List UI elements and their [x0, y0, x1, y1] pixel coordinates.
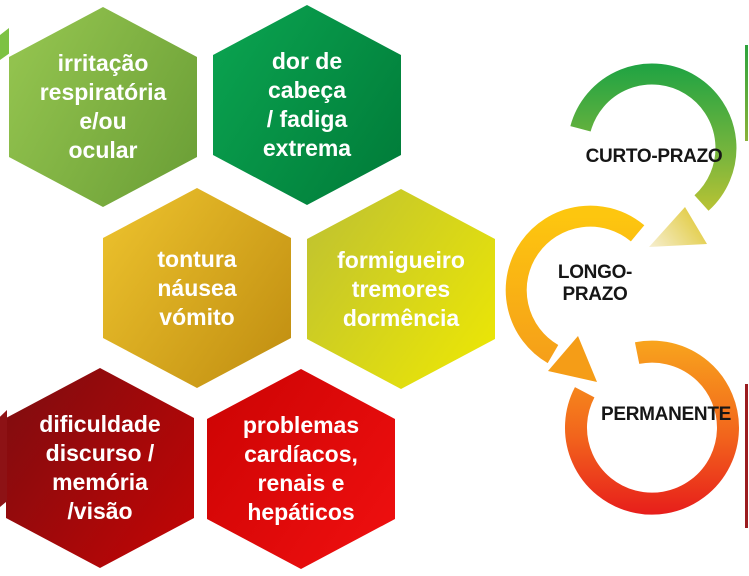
curto-prazo-ring	[570, 63, 737, 247]
hexagon-text-line: dormência	[342, 304, 460, 331]
hexagon-text-line: e/ou	[79, 108, 127, 134]
label-curto-prazo: CURTO-PRAZO	[568, 146, 740, 168]
hexagon-text-line: discurso /	[45, 440, 155, 466]
hexagon-text-line: problemas	[242, 412, 360, 438]
clipped-hexagon-corner-left	[0, 410, 7, 507]
label-line: CURTO-PRAZO	[585, 146, 723, 167]
hexagon-text-line: respiratória	[39, 79, 167, 105]
hexagon-text-line: ocular	[68, 137, 138, 163]
hexagon-text-line: náusea	[157, 274, 237, 301]
hexagon-text-line: cabeça	[267, 77, 346, 103]
clipped-red-edge-line	[745, 384, 748, 528]
hexagon-text-line: tontura	[157, 245, 237, 272]
hexagon-text-line: irritação	[57, 50, 149, 76]
label-line: PERMANENTE	[600, 404, 731, 425]
hexagon-text-line: /visão	[67, 498, 133, 524]
label-longo-prazo: LONGO- PRAZO	[515, 262, 675, 306]
label-permanente: PERMANENTE	[578, 404, 749, 426]
hexagon-text-line: hepáticos	[247, 499, 355, 525]
label-line: LONGO-	[557, 262, 633, 283]
hexagon-text-line: vómito	[159, 303, 235, 330]
hexagon-text-line: dificuldade	[39, 411, 161, 437]
clipped-green-edge-line	[745, 45, 748, 141]
hexagon-text-line: dor de	[271, 48, 343, 74]
hexagon-formigueiro: formigueiro tremores dormência	[307, 189, 495, 389]
curto-prazo-arrowhead	[649, 207, 707, 247]
hexagon-text-line: extrema	[262, 135, 352, 161]
hexagon-text-line: / fadiga	[266, 106, 348, 132]
hexagon-text-line: tremores	[351, 275, 451, 302]
hexagon-dor-de-cabeca: dor de cabeça / fadiga extrema	[213, 5, 401, 205]
hexagon-text-line: memória	[52, 469, 148, 495]
hexagon-text-line: renais e	[257, 470, 345, 496]
permanente-ring	[565, 340, 739, 515]
clipped-hexagon-corner-top-left	[0, 28, 9, 60]
hexagon-text-line: cardíacos,	[244, 441, 358, 467]
hexagon-text-line: formigueiro	[337, 246, 465, 273]
longo-prazo-ring	[505, 205, 645, 382]
label-line: PRAZO	[562, 284, 628, 305]
longo-prazo-arrowhead	[548, 336, 597, 382]
